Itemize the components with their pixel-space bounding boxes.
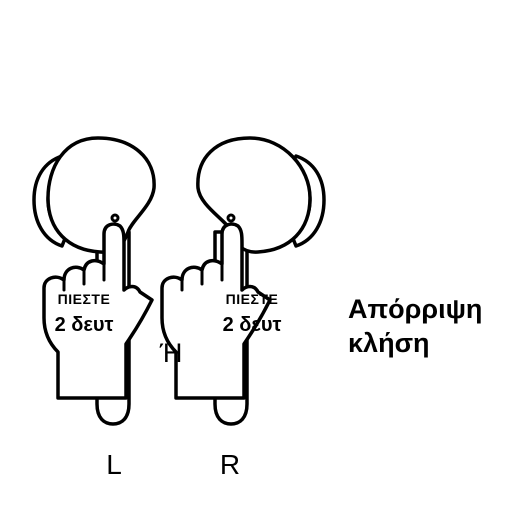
right-earbud-head [196,136,312,254]
right-touch-sensor-dot [226,213,236,223]
right-hand-icon [160,222,272,400]
caption-line1: Απόρριψη [348,294,483,324]
left-touch-sensor-dot [110,213,120,223]
caption-line2: κλήση [348,328,430,358]
action-caption: Απόρριψη κλήση [348,292,482,360]
or-label: Ή [159,338,183,368]
right-hand-text-line1: ΠΙΕΣΤΕ [226,291,279,307]
left-hand-text-line2: 2 δευτ [55,314,114,336]
right-earbud: ΠΙΕΣΤΕ 2 δευτ [160,136,326,426]
left-earbud: ΠΙΕΣΤΕ 2 δευτ [32,136,156,426]
left-hand-text-line1: ΠΙΕΣΤΕ [58,291,111,307]
left-side-label: L [106,449,122,480]
right-side-label: R [220,449,240,480]
right-hand-text-line2: 2 δευτ [223,314,282,336]
left-hand-icon [42,222,154,400]
left-earbud-head [46,136,156,254]
